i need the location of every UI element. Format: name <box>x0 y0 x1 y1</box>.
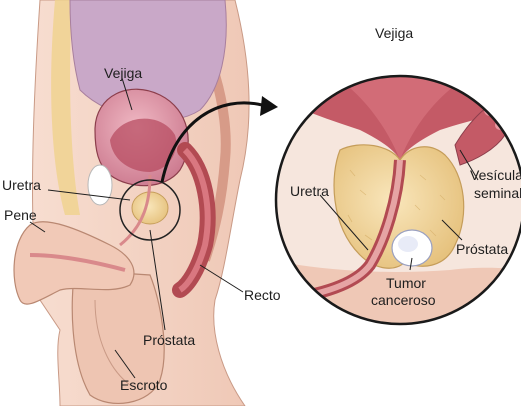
label-uretra-left: Uretra <box>2 177 41 193</box>
label-escroto: Escroto <box>120 377 168 393</box>
label-vesicula-line2: seminal <box>474 185 521 201</box>
label-vejiga-right: Vejiga <box>375 25 413 41</box>
prostate-small-shape <box>132 192 168 224</box>
label-uretra-right: Uretra <box>290 183 329 199</box>
body-section <box>14 0 249 406</box>
label-tumor-line2: canceroso <box>371 292 436 308</box>
label-vejiga-left: Vejiga <box>104 65 142 81</box>
label-prostata-left: Próstata <box>143 332 195 348</box>
label-vesicula-line1: Vesícula <box>470 167 521 183</box>
label-recto: Recto <box>244 287 281 303</box>
label-tumor-line1: Tumor <box>386 275 426 291</box>
label-prostata-right: Próstata <box>456 241 508 257</box>
label-pene: Pene <box>4 207 37 223</box>
